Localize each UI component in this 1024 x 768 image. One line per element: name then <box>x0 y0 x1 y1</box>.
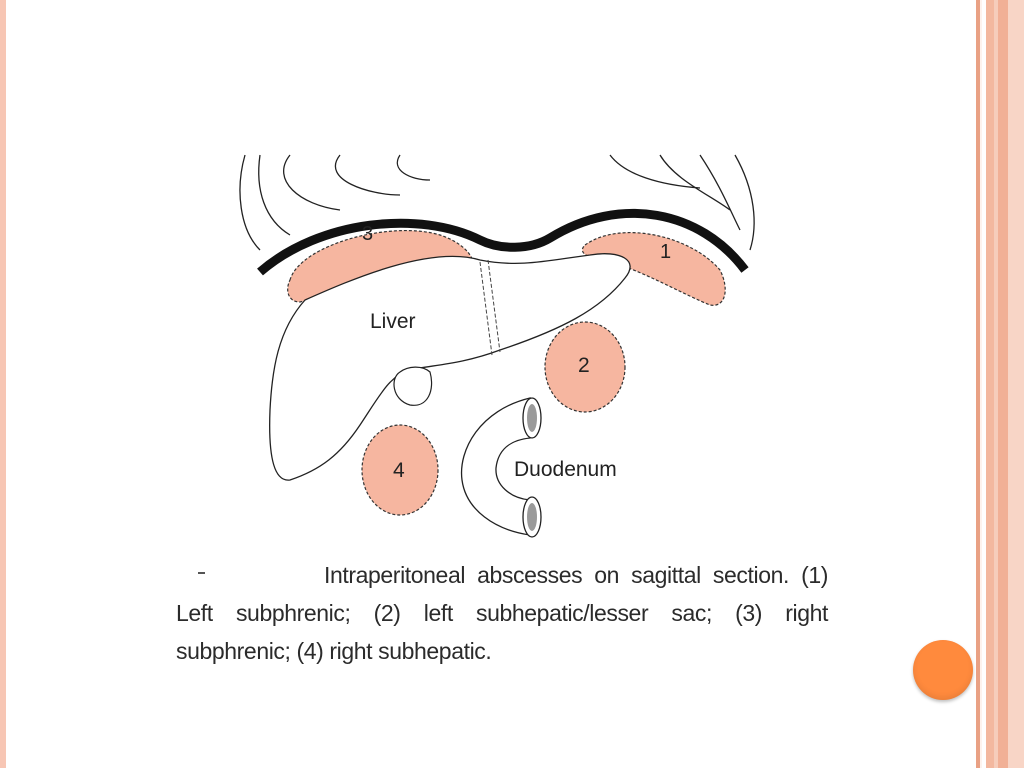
orange-circle-decoration <box>913 640 973 700</box>
right-border-band <box>976 0 980 768</box>
abscess-4-shape <box>361 424 439 516</box>
left-lung-contour <box>239 154 261 251</box>
falciform-ligament <box>479 261 493 356</box>
left-lung-contour <box>334 154 401 196</box>
right-border-band <box>986 0 994 768</box>
right-lung-contour <box>609 154 701 189</box>
figure-caption: Intraperitoneal abscesses on sagittal se… <box>176 556 828 670</box>
right-decorative-border <box>976 0 1024 768</box>
label-duodenum: Duodenum <box>514 458 617 481</box>
duodenum-lumen-bottom-inner <box>527 503 537 531</box>
right-lung-contour <box>734 154 755 251</box>
right-border-band <box>1008 0 1024 768</box>
label-liver: Liver <box>370 310 416 333</box>
duodenum-outline <box>460 397 531 536</box>
label-abscess-4: 4 <box>393 459 405 482</box>
label-abscess-2: 2 <box>578 354 590 377</box>
label-abscess-1: 1 <box>660 241 671 263</box>
left-lung-contour <box>283 154 341 211</box>
liver-outline <box>269 253 631 481</box>
caption-text: Intraperitoneal abscesses on sagittal se… <box>176 562 828 664</box>
falciform-ligament <box>487 259 501 353</box>
right-lung-contour <box>659 154 731 211</box>
lung-contours <box>239 154 755 251</box>
label-abscess-3: 3 <box>362 223 373 245</box>
left-border-stripe <box>0 0 6 768</box>
caption-dash-mark <box>198 572 205 574</box>
right-border-band <box>994 0 998 768</box>
duodenum-lumen-top-inner <box>527 404 537 432</box>
diaphragm <box>257 208 749 276</box>
abscess-diagram-svg: 3 1 Liver 2 4 Duodenum <box>239 154 755 538</box>
right-border-band <box>998 0 1008 768</box>
abscess-2-shape <box>544 321 626 413</box>
right-lung-contour <box>699 154 741 231</box>
gallbladder <box>393 366 433 406</box>
abscess-diagram: 3 1 Liver 2 4 Duodenum <box>230 150 770 550</box>
left-lung-contour <box>396 154 431 181</box>
abscess-3-shape <box>287 229 475 303</box>
left-lung-contour <box>258 154 291 236</box>
